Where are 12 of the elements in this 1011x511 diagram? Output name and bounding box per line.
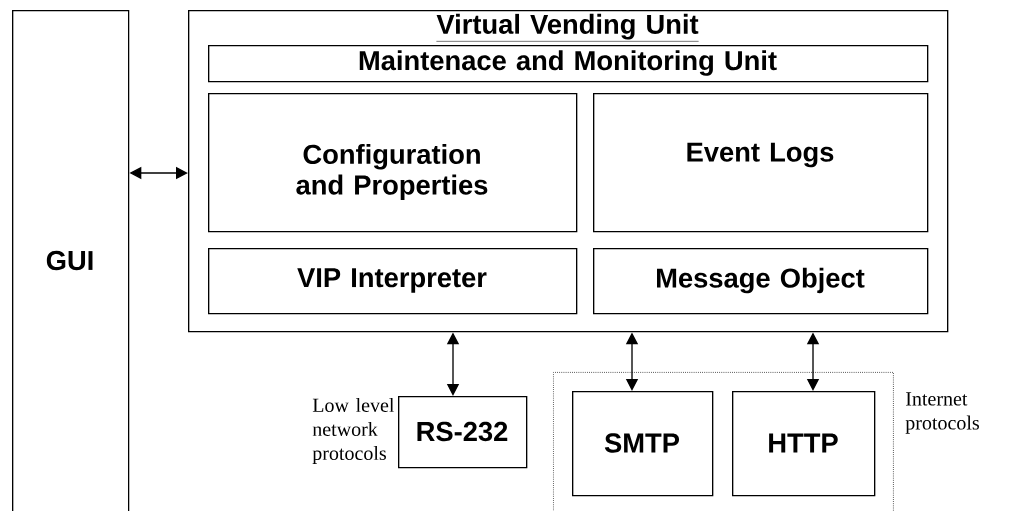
component-box: HTTP bbox=[732, 391, 876, 497]
side-note: Internet protocols bbox=[905, 392, 979, 434]
component-box: GUI bbox=[12, 10, 130, 511]
component-box: VIP Interpreter bbox=[208, 248, 578, 315]
component-box: Maintenace and Monitoring Unit bbox=[208, 45, 929, 83]
component-box: Configuration and Properties bbox=[208, 93, 578, 233]
group-box bbox=[553, 372, 894, 511]
side-note: Low level network protocols bbox=[312, 397, 395, 465]
component-box: Event Logs bbox=[593, 93, 929, 233]
component-box: Message Object bbox=[593, 248, 929, 315]
component-box: SMTP bbox=[572, 391, 714, 497]
component-box: RS-232 bbox=[398, 396, 528, 469]
